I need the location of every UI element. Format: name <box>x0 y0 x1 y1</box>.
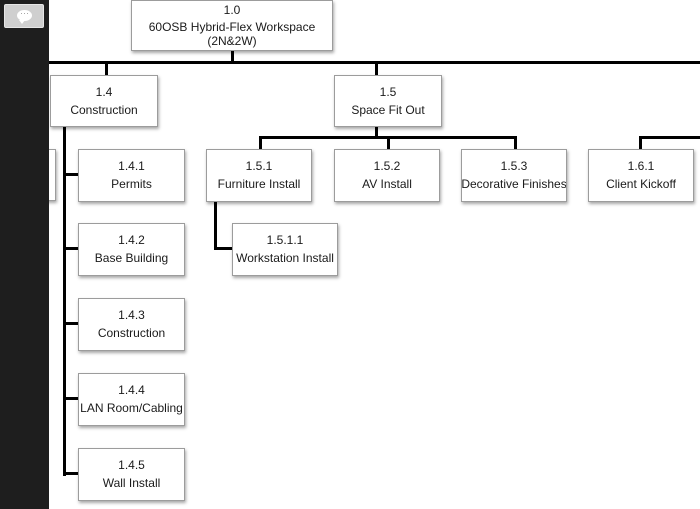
connector-1-4-1 <box>63 173 79 176</box>
node-label: Space Fit Out <box>351 102 425 117</box>
wbs-node-1-4-4[interactable]: 1.4.4 LAN Room/Cabling <box>78 373 185 426</box>
wbs-node-1-5[interactable]: 1.5 Space Fit Out <box>334 75 442 127</box>
node-label: LAN Room/Cabling <box>80 401 183 415</box>
wbs-node-1-4-5[interactable]: 1.4.5 Wall Install <box>78 448 185 501</box>
connector-1-4-spine <box>63 126 66 476</box>
connector-1-5-1-spine <box>214 201 217 250</box>
node-label: Base Building <box>94 251 169 265</box>
wbs-node-1-6-1[interactable]: 1.6.1 Client Kickoff <box>588 149 694 202</box>
wbs-node-1-4-3[interactable]: 1.4.3 Construction <box>78 298 185 351</box>
node-number: 1.5.1.1 <box>266 233 304 247</box>
connector-1-5-2-drop <box>387 136 390 149</box>
node-label: Workstation Install <box>236 251 334 265</box>
connector-root-down <box>231 50 234 62</box>
node-label: Permits <box>111 177 152 191</box>
node-label: Furniture Install <box>217 177 301 191</box>
wbs-diagram: 1.0 60OSB Hybrid-Flex Workspace (2N&2W) … <box>49 0 700 509</box>
node-label-line2: (2N&2W) <box>207 34 257 48</box>
connector-1-5-down <box>375 61 378 76</box>
wbs-node-1-5-2[interactable]: 1.5.2 AV Install <box>334 149 440 202</box>
node-label: Client Kickoff <box>606 177 676 191</box>
chat-button[interactable]: ··· <box>4 4 44 28</box>
connector-1-5-1-drop <box>259 136 262 149</box>
node-label: 60OSB Hybrid-Flex Workspace <box>148 20 316 34</box>
node-label: Construction <box>97 326 166 340</box>
wbs-node-1-5-1-1[interactable]: 1.5.1.1 Workstation Install <box>232 223 338 276</box>
node-number: 1.6.1 <box>627 159 655 173</box>
node-number: 1.0 <box>223 3 241 17</box>
node-number: 1.4.4 <box>118 383 145 397</box>
chat-bubble-icon <box>17 10 32 24</box>
connector-1-4-3 <box>63 322 79 325</box>
node-number: 1.5.3 <box>500 159 528 173</box>
wbs-node-partial[interactable] <box>49 149 56 201</box>
connector-1-6-bus <box>639 136 700 139</box>
node-label: Decorative Finishes <box>461 177 567 191</box>
connector-1-6-1-drop <box>639 136 642 149</box>
connector-1-4-2 <box>63 247 79 250</box>
wbs-node-1-4-1[interactable]: 1.4.1 Permits <box>78 149 185 202</box>
wbs-node-1-0[interactable]: 1.0 60OSB Hybrid-Flex Workspace (2N&2W) <box>131 0 333 51</box>
connector-1-4-down <box>105 61 108 76</box>
wbs-node-1-4[interactable]: 1.4 Construction <box>50 75 158 127</box>
node-number: 1.4.1 <box>118 159 145 173</box>
connector-1-5-1-1 <box>214 247 233 250</box>
node-label: AV Install <box>362 177 412 191</box>
connector-1-5-stub <box>375 126 378 137</box>
wbs-node-1-4-2[interactable]: 1.4.2 Base Building <box>78 223 185 276</box>
node-label: Construction <box>70 102 138 117</box>
node-number: 1.4.3 <box>118 308 145 322</box>
node-number: 1.5 <box>379 84 397 99</box>
node-label: Wall Install <box>102 476 161 490</box>
connector-1-5-3-drop <box>514 136 517 149</box>
node-number: 1.4 <box>95 84 113 99</box>
node-number: 1.4.5 <box>118 458 145 472</box>
wbs-node-1-5-3[interactable]: 1.5.3 Decorative Finishes <box>461 149 567 202</box>
node-number: 1.5.1 <box>245 159 273 173</box>
node-number: 1.5.2 <box>373 159 401 173</box>
connector-level2-bus <box>49 61 700 64</box>
connector-1-4-4 <box>63 397 79 400</box>
node-number: 1.4.2 <box>118 233 145 247</box>
connector-1-4-5 <box>63 472 79 475</box>
left-toolbar: ··· <box>0 0 49 509</box>
wbs-node-1-5-1[interactable]: 1.5.1 Furniture Install <box>206 149 312 202</box>
